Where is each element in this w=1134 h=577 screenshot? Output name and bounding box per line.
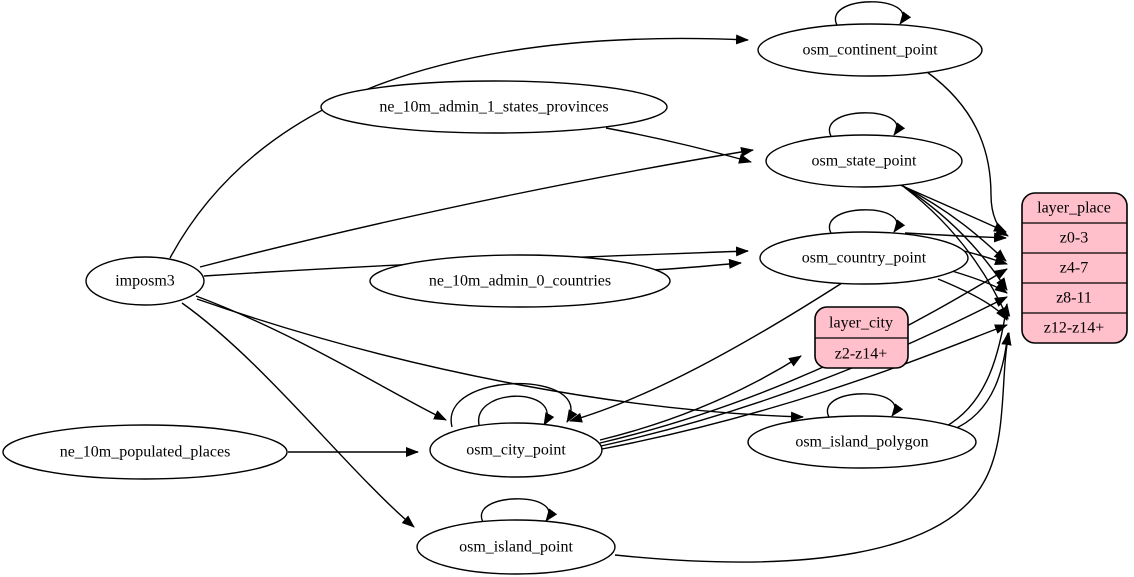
record-row-layer-place-z8-11: z8-11 bbox=[1056, 290, 1092, 307]
node-label-osm-island-polygon: osm_island_polygon bbox=[795, 434, 928, 451]
edge-osm_state_point-layer_place-z8-11 bbox=[902, 185, 1008, 291]
selfloop-osm_city_point-inner bbox=[477, 395, 555, 430]
node-label-imposm3: imposm3 bbox=[115, 273, 175, 290]
node-label-osm-continent-point: osm_continent_point bbox=[802, 42, 938, 59]
edge-osm_city_point-layer_place-z12-z14 bbox=[601, 324, 1008, 450]
node-shape-osm-continent-point bbox=[757, 23, 983, 77]
selfloop-osm_island_point bbox=[480, 498, 558, 525]
node-label-ne-10m-admin-1-states-provinces: ne_10m_admin_1_states_provinces bbox=[379, 99, 608, 116]
edge-osm_city_point-layer_place-z4-7 bbox=[599, 268, 1008, 444]
node-shape-osm-island-polygon bbox=[747, 415, 977, 469]
record-row-layer-place-z0-3: z0-3 bbox=[1060, 230, 1088, 247]
node-shape-ne-10m-admin-1-states-provinces bbox=[320, 80, 668, 134]
node-osm-country-point: osm_country_point bbox=[759, 231, 969, 285]
node-label-ne-10m-admin-0-countries: ne_10m_admin_0_countries bbox=[429, 273, 611, 290]
node-shape-imposm3 bbox=[85, 256, 205, 306]
node-label-ne-10m-populated-places: ne_10m_populated_places bbox=[60, 444, 231, 461]
node-shape-osm-island-point bbox=[416, 519, 616, 575]
selfloop-osm_city_point-outer bbox=[450, 382, 578, 428]
node-label-osm-state-point: osm_state_point bbox=[812, 153, 917, 170]
edge-osm_state_point-layer_place-z0-3 bbox=[897, 183, 1007, 233]
selfloop-osm_country_point bbox=[828, 209, 906, 236]
edge-ne_10m_admin_1_states_provinces-osm_state_point bbox=[605, 127, 752, 164]
node-shape-osm-state-point bbox=[765, 134, 963, 188]
selfloop-osm_island_polygon bbox=[826, 393, 904, 420]
edge-imposm3-osm_island_polygon bbox=[196, 298, 804, 422]
edge-osm_country_point-osm_city_point bbox=[569, 282, 843, 423]
node-label-osm-country-point: osm_country_point bbox=[802, 250, 927, 267]
node-osm-city-point: osm_city_point bbox=[429, 422, 603, 478]
selfloop-osm_continent_point bbox=[834, 1, 912, 28]
edge-osm_country_point-layer_place-z0-3 bbox=[904, 232, 1007, 243]
node-ne-10m-populated-places: ne_10m_populated_places bbox=[2, 424, 288, 480]
node-shape-osm-country-point bbox=[759, 231, 969, 285]
record-layer-city: layer_city z2-z14+ bbox=[814, 306, 909, 369]
node-shape-ne-10m-admin-0-countries bbox=[369, 254, 671, 308]
record-shape-layer-place bbox=[1021, 192, 1128, 344]
record-row-layer-place-z12-z14: z12-z14+ bbox=[1044, 320, 1105, 337]
edge-imposm3-osm_continent_point bbox=[169, 34, 749, 259]
node-osm-state-point: osm_state_point bbox=[765, 134, 963, 188]
edge-ne_10m_admin_0_countries-osm_country_point bbox=[651, 258, 742, 271]
record-layer-place: layer_place z0-3 z4-7 z8-11 z12-z14+ bbox=[1021, 192, 1128, 344]
node-osm-island-point: osm_island_point bbox=[416, 519, 616, 575]
node-osm-continent-point: osm_continent_point bbox=[757, 23, 983, 77]
node-shape-ne-10m-populated-places bbox=[2, 424, 288, 480]
edge-osm_country_point-layer_place-z8-11 bbox=[951, 270, 1008, 294]
node-ne-10m-admin-0-countries: ne_10m_admin_0_countries bbox=[369, 254, 671, 308]
edge-imposm3-osm_city_point bbox=[195, 295, 447, 421]
edge-imposm3-osm_island_point bbox=[181, 302, 415, 528]
edges-layer bbox=[169, 1, 1012, 563]
record-title-layer-place: layer_place bbox=[1037, 200, 1111, 217]
node-osm-island-polygon: osm_island_polygon bbox=[747, 415, 977, 469]
edge-osm_city_point-layer_city-z2 bbox=[599, 355, 802, 441]
edge-osm_city_point-layer_place-z8-11 bbox=[600, 296, 1008, 447]
selfloop-osm_state_point bbox=[828, 112, 906, 139]
node-label-osm-city-point: osm_city_point bbox=[466, 442, 566, 459]
node-ne-10m-admin-1-states-provinces: ne_10m_admin_1_states_provinces bbox=[320, 80, 668, 134]
edge-osm_island_polygon-layer_place-z8-11 bbox=[944, 303, 1011, 428]
edge-osm_state_point-layer_place-z4-7 bbox=[900, 184, 1007, 262]
node-shape-osm-city-point bbox=[429, 422, 603, 478]
edge-osm_island_point-layer_place-z12-z14 bbox=[614, 332, 1012, 563]
record-row-layer-city-z2-z14: z2-z14+ bbox=[835, 346, 888, 363]
record-title-layer-city: layer_city bbox=[829, 315, 893, 332]
edge-imposm3-osm_state_point bbox=[199, 147, 754, 268]
edge-osm_country_point-layer_place-z4-7 bbox=[959, 249, 1008, 265]
record-row-layer-place-z4-7: z4-7 bbox=[1060, 260, 1088, 277]
node-label-osm-island-point: osm_island_point bbox=[459, 539, 573, 556]
node-imposm3: imposm3 bbox=[85, 256, 205, 306]
